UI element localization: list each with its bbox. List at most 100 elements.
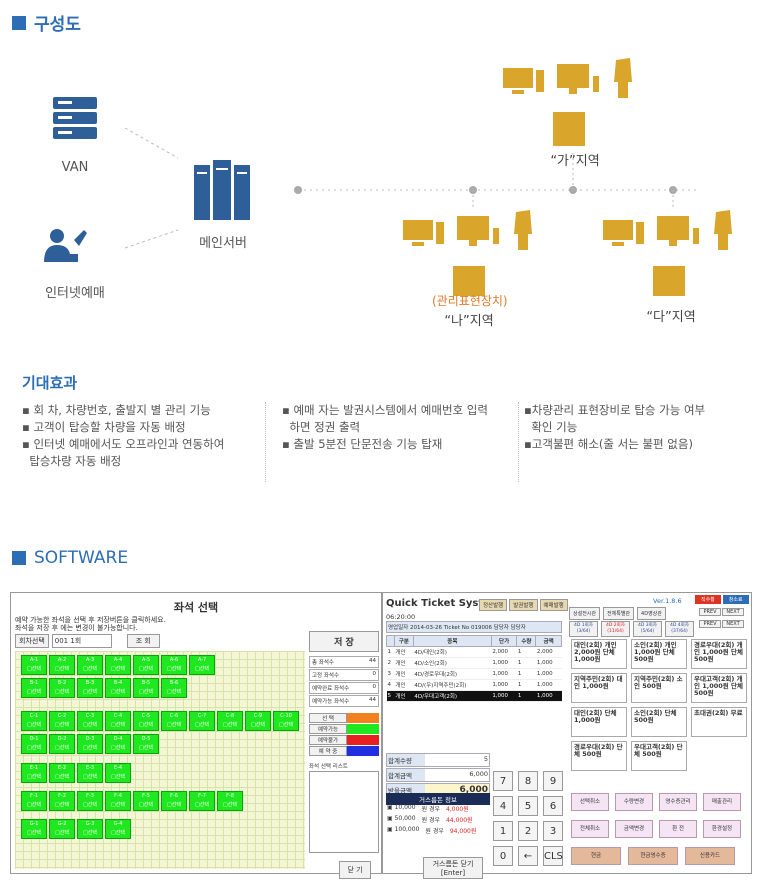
fare-button[interactable]: 대인(2회) 단체 1,000원 — [571, 707, 627, 737]
venue-tab[interactable]: 전체특별관 — [603, 607, 635, 620]
seat-button[interactable]: B-3□선택 — [77, 678, 103, 698]
fare-button[interactable]: 지역주민(2회) 대인 1,000원 — [571, 673, 627, 703]
query-button[interactable]: 조 회 — [126, 634, 160, 648]
seat-button[interactable]: D-1□선택 — [21, 734, 47, 754]
window-control-button[interactable]: 창소료 — [722, 595, 749, 604]
close-button[interactable]: 닫 기 — [339, 861, 371, 879]
keypad-key[interactable]: 0 — [493, 846, 513, 866]
seat-button[interactable]: A-7□선택 — [189, 655, 215, 675]
seat-button[interactable]: F-5□선택 — [133, 791, 159, 811]
fare-button[interactable]: 지역주민(2회) 소인 500원 — [631, 673, 687, 703]
keypad-key[interactable]: 6 — [543, 796, 563, 816]
action-button[interactable]: 신용카드 — [685, 847, 735, 865]
seat-button[interactable]: B-2□선택 — [49, 678, 75, 698]
seat-button[interactable]: C-2□선택 — [49, 711, 75, 731]
window-control-button[interactable]: 직수황 — [695, 595, 721, 604]
top-tab-button[interactable]: 예매발행 — [539, 599, 568, 611]
seat-button[interactable]: B-6□선택 — [161, 678, 187, 698]
action-button[interactable]: 현금영수증 — [628, 847, 678, 865]
fare-button[interactable]: 소인(2회) 단체 500원 — [631, 707, 687, 737]
seat-button[interactable]: B-5□선택 — [133, 678, 159, 698]
session-select[interactable]: 001 1회 — [51, 634, 112, 648]
next-button[interactable]: NEXT — [722, 608, 744, 616]
seat-button[interactable]: E-1□선택 — [21, 763, 47, 783]
top-tab-button[interactable]: 정산발행 — [479, 599, 508, 611]
session-tab[interactable]: 4D 1회차 (3/64) — [569, 621, 598, 637]
fare-button[interactable]: 초대권(2회) 무료 — [691, 707, 747, 737]
seat-button[interactable]: C-9□선택 — [245, 711, 271, 731]
keypad-key[interactable]: 7 — [493, 771, 513, 791]
keypad-key[interactable]: 2 — [518, 821, 538, 841]
seat-button[interactable]: B-4□선택 — [105, 678, 131, 698]
venue-tab[interactable]: 4D영상관 — [637, 607, 666, 620]
keypad-key[interactable]: ← — [518, 846, 538, 866]
fare-button[interactable]: 경로우대(2회) 단체 500원 — [571, 741, 627, 771]
top-tab-button[interactable]: 발권발행 — [509, 599, 538, 611]
fare-button[interactable]: 우대고객(2회) 단체 500원 — [631, 741, 687, 771]
seat-button[interactable]: F-7□선택 — [189, 791, 215, 811]
action-button[interactable]: 수량변경 — [615, 793, 653, 811]
seat-button[interactable]: C-6□선택 — [161, 711, 187, 731]
seat-button[interactable]: A-1□선택 — [21, 655, 47, 675]
venue-tab[interactable]: 상설전시관 — [569, 607, 601, 620]
save-button[interactable]: 저 장 — [309, 631, 379, 652]
action-button[interactable]: 현금 — [571, 847, 621, 865]
seat-button[interactable]: G-1□선택 — [21, 819, 47, 839]
fare-button[interactable]: 소인(2회) 개인 1,000원 단체 500원 — [631, 639, 687, 669]
seat-button[interactable]: A-5□선택 — [133, 655, 159, 675]
seat-button[interactable]: A-2□선택 — [49, 655, 75, 675]
prev-button[interactable]: PREV — [699, 608, 721, 616]
seat-button[interactable]: F-8□선택 — [217, 791, 243, 811]
seat-button[interactable]: F-6□선택 — [161, 791, 187, 811]
seat-button[interactable]: G-2□선택 — [49, 819, 75, 839]
seat-button[interactable]: F-3□선택 — [77, 791, 103, 811]
seat-button[interactable]: E-2□선택 — [49, 763, 75, 783]
action-button[interactable]: 영수증관리 — [659, 793, 697, 811]
seat-button[interactable]: F-2□선택 — [49, 791, 75, 811]
action-button[interactable]: 매출관리 — [703, 793, 741, 811]
seat-button[interactable]: C-1□선택 — [21, 711, 47, 731]
prev-button[interactable]: PREV — [699, 620, 721, 628]
seat-button[interactable]: A-3□선택 — [77, 655, 103, 675]
session-tab[interactable]: 4D 2회차 (11/64) — [601, 621, 630, 637]
keypad-key[interactable]: 8 — [518, 771, 538, 791]
seat-button[interactable]: C-5□선택 — [133, 711, 159, 731]
seat-button[interactable]: C-4□선택 — [105, 711, 131, 731]
seat-button[interactable]: C-8□선택 — [217, 711, 243, 731]
keypad-key[interactable]: 1 — [493, 821, 513, 841]
seat-button[interactable]: G-4□선택 — [105, 819, 131, 839]
action-button[interactable]: 환경설정 — [703, 820, 741, 838]
fare-button[interactable]: 우대고객(2회) 개인 1,000원 단체 500원 — [691, 673, 747, 703]
seat-button[interactable]: E-3□선택 — [77, 763, 103, 783]
seat-button[interactable]: B-1□선택 — [21, 678, 47, 698]
seat-button[interactable]: F-1□선택 — [21, 791, 47, 811]
fare-button[interactable]: 경로우대(2회) 개인 1,000원 단체 500원 — [691, 639, 747, 669]
next-button[interactable]: NEXT — [722, 620, 744, 628]
seat-button[interactable]: D-5□선택 — [133, 734, 159, 754]
seat-button[interactable]: A-6□선택 — [161, 655, 187, 675]
keypad-key[interactable]: 3 — [543, 821, 563, 841]
action-button[interactable]: 전체취소 — [571, 820, 609, 838]
seat-button[interactable]: C-7□선택 — [189, 711, 215, 731]
seat-button[interactable]: F-4□선택 — [105, 791, 131, 811]
session-tab[interactable]: 4D 4회차 (37/64) — [665, 621, 694, 637]
keypad-key[interactable]: CLS — [543, 846, 563, 866]
seat-button[interactable]: G-3□선택 — [77, 819, 103, 839]
seat-button[interactable]: D-4□선택 — [105, 734, 131, 754]
change-close-button[interactable]: 거스름돈 닫기[Enter] — [423, 857, 483, 879]
seat-button[interactable]: D-3□선택 — [77, 734, 103, 754]
seat-button[interactable]: A-4□선택 — [105, 655, 131, 675]
fare-button[interactable]: 대인(2회) 개인 2,000원 단체 1,000원 — [571, 639, 627, 669]
action-button[interactable]: 금액변경 — [615, 820, 653, 838]
seat-button[interactable]: D-2□선택 — [49, 734, 75, 754]
action-button[interactable]: 환 전 — [659, 820, 697, 838]
keypad-key[interactable]: 9 — [543, 771, 563, 791]
seat-button[interactable]: C-3□선택 — [77, 711, 103, 731]
seat-button[interactable]: C-10□선택 — [273, 711, 299, 731]
keypad-key[interactable]: 4 — [493, 796, 513, 816]
